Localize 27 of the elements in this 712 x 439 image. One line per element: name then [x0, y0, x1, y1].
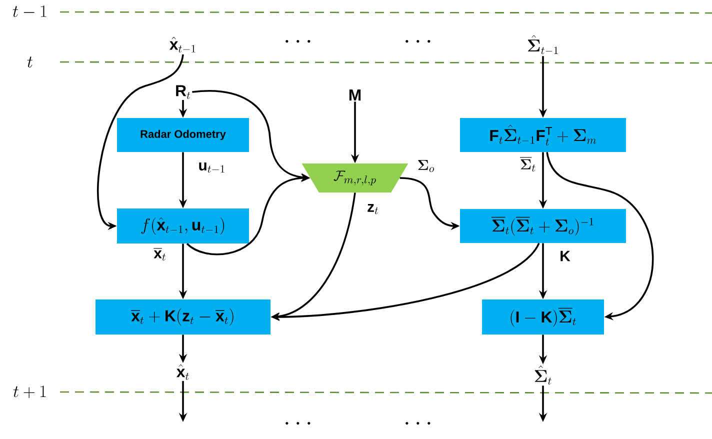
state-label: $\hat{\boldsymbol{\Sigma}}_{t-1}$	[528, 35, 558, 54]
state-label: $\mathbf{M}$	[349, 90, 361, 100]
time-label: $t+1$	[13, 386, 46, 398]
process-box: Radar Odometry	[117, 118, 249, 152]
ellipsis: $\cdots$	[286, 422, 310, 425]
state-label: $\hat{\mathbf{x}}_{t-1}$	[170, 36, 196, 52]
edge-label: $\mathbf{K}$	[560, 250, 570, 262]
edge-label: $\mathbf{z}_t$	[368, 204, 378, 214]
edge-label: $\mathbf{u}_{t-1}$	[199, 162, 224, 173]
process-box: $\overline{\mathbf{x}}_t+\mathbf{K}(\mathbf{z}_t-\overline{\mathbf{x}}_t)$	[96, 300, 270, 334]
state-label: $\hat{\boldsymbol{\Sigma}}_t$	[534, 366, 552, 385]
state-label: $\hat{\mathbf{x}}_t$	[176, 364, 189, 380]
process-box: $\mathbf{F}_t\hat{\boldsymbol{\Sigma}}_{t-1}\mathbf{F}_t^{\mathrm{T}}+\boldsymbol{\Sigma}_m$	[460, 118, 626, 152]
arrow	[546, 152, 654, 320]
ellipsis: $\cdots$	[286, 40, 310, 43]
state-label: $\mathbf{R}_t$	[176, 85, 190, 99]
process-box: $\overline{\boldsymbol{\Sigma}}_t(\overline{\boldsymbol{\Sigma}}_t+\boldsymbol{\Sigma}_o)^{-1}$	[460, 209, 626, 243]
edge-label: $\overline{\boldsymbol{\Sigma}}_t$	[520, 157, 536, 172]
process-box: $(\mathbf{I}-\mathbf{K})\overline{\boldsymbol{\Sigma}}_t$	[482, 300, 604, 334]
ellipsis: $\cdots$	[406, 422, 430, 425]
edge-label: $\overline{\mathbf{x}}_t$	[154, 248, 166, 261]
process-box: $f(\hat{\mathbf{x}}_{t-1},\mathbf{u}_{t-1})$	[117, 208, 249, 244]
time-label: $t$	[27, 56, 32, 68]
trapezoid-block: $\mathcal{F}_{m,r,l,p}$	[302, 164, 408, 192]
time-label: $t-1$	[12, 5, 46, 17]
edge-label: $\boldsymbol{\Sigma}_o$	[418, 160, 434, 172]
ellipsis: $\cdots$	[406, 40, 430, 43]
